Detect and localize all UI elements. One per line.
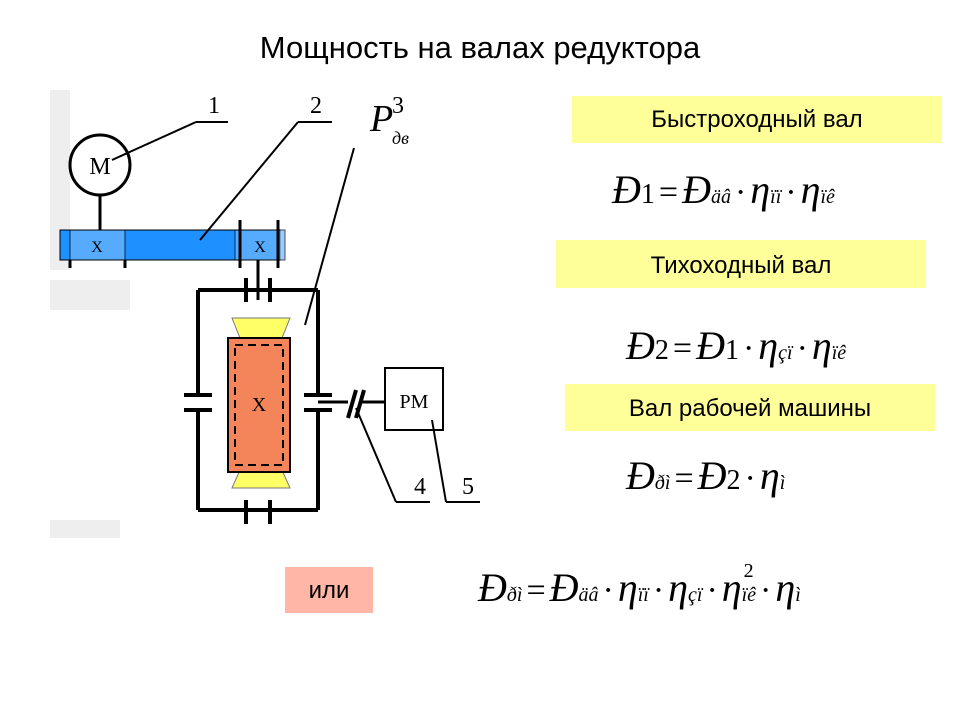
callout-4: 4 <box>414 474 426 500</box>
callout-2: 2 <box>310 93 322 119</box>
diagram-bg-left <box>50 90 70 270</box>
f3-eq: = <box>674 460 694 497</box>
coupling-b <box>354 389 366 419</box>
f4-eta-2-sub: çï <box>688 584 703 606</box>
working-machine-box <box>384 367 444 431</box>
f3-eta-1-sub: ì <box>779 472 786 494</box>
f2-lhs-sub: 2 <box>654 335 669 366</box>
slide-title: Мощность на валах редуктора <box>259 30 701 65</box>
callout-4-leader <box>355 407 397 503</box>
formula-slow-shaft: Đ2 = Đ1 · ηçï · ηïê <box>626 322 846 369</box>
f1-lhs-sub: 1 <box>640 179 655 210</box>
callout-5: 5 <box>462 474 474 500</box>
f1-eta-2-sub: ïê <box>820 186 835 208</box>
f1-rhs: Đ <box>682 167 711 212</box>
f3-eta-1: η <box>759 453 780 498</box>
f1-eta-1: η <box>750 167 771 212</box>
f2-eta-1: η <box>758 323 779 368</box>
f4-eta-4-sub: ì <box>795 584 801 606</box>
f2-dot-2: · <box>796 330 808 367</box>
gear-flank-top <box>231 317 291 339</box>
belt-pulley-right-mark: X <box>254 239 266 256</box>
f2-eq: = <box>672 330 693 367</box>
f4-rhs-sub: äâ <box>578 584 599 606</box>
f4-lhs: Đ <box>478 565 507 610</box>
f3-dot-1: · <box>744 460 756 497</box>
f1-rhs-sub: äâ <box>710 186 731 208</box>
f4-dot-4: · <box>760 572 772 609</box>
diagram-bg-bottom <box>50 520 120 538</box>
f4-eta-1-sub: ïï <box>637 584 649 606</box>
motor-label: M <box>89 154 110 180</box>
coupling-a <box>346 389 358 419</box>
gear-wheel-pitch <box>234 344 284 466</box>
f3-rhs: Đ <box>697 453 727 498</box>
f4-dot-3: · <box>706 572 718 609</box>
f4-dot-2: · <box>652 572 665 609</box>
f2-eta-1-sub: çï <box>778 342 793 364</box>
f2-lhs: Đ <box>626 323 655 368</box>
f3-rhs-sub: 2 <box>726 465 741 496</box>
callout-3-leader <box>304 147 355 326</box>
gear-wheel <box>227 337 291 473</box>
f1-dot-1: · <box>734 174 747 211</box>
f1-eq: = <box>658 174 679 211</box>
f3-lhs-sub: ðì <box>654 472 671 494</box>
f4-lhs-sub: ðì <box>506 584 523 606</box>
f4-eta-3-sup: 2 <box>743 560 754 582</box>
working-machine-label: PM <box>400 391 429 413</box>
f3-lhs: Đ <box>626 453 655 498</box>
callout-5-leader <box>431 419 447 503</box>
slow-shaft-label: Тихоходный вал <box>556 240 926 288</box>
f2-dot-1: · <box>742 330 755 367</box>
callout-1-leader <box>111 121 197 161</box>
or-label: или <box>285 567 373 613</box>
f2-rhs: Đ <box>696 323 725 368</box>
f1-dot-2: · <box>785 174 797 211</box>
f2-eta-2: η <box>811 323 832 368</box>
callout-2-leader <box>199 121 299 241</box>
f4-eta-4: η <box>775 565 796 610</box>
belt-pulley-left <box>69 229 126 261</box>
belt-pulley-left-mark: X <box>91 239 103 256</box>
p-subscript: дв <box>392 128 409 148</box>
f4-eta-3: η <box>721 565 742 610</box>
f4-eq: = <box>526 572 546 609</box>
p-symbol: P <box>369 98 393 140</box>
f2-rhs-sub: 1 <box>724 335 739 366</box>
gear-wheel-mark: X <box>252 394 267 416</box>
f4-eta-2: η <box>668 565 688 610</box>
f1-eta-2: η <box>800 167 821 212</box>
diagram-bg-lower <box>50 280 130 310</box>
callout-1: 1 <box>208 93 220 119</box>
f4-eta-3-sub: ïê <box>741 584 757 606</box>
f4-rhs: Đ <box>549 565 579 610</box>
formula-fast-shaft: Đ1 = Đäâ · ηïï · ηïê <box>612 166 835 213</box>
f4-eta-1: η <box>617 565 638 610</box>
machine-shaft-label: Вал рабочей машины <box>565 384 935 431</box>
fast-shaft-label: Быстроходный вал <box>572 96 942 143</box>
f1-eta-1-sub: ïï <box>770 186 782 208</box>
formula-machine-shaft: Đðì = Đ2 · ηì <box>626 452 785 499</box>
f4-dot-1: · <box>602 572 614 609</box>
callout-3: 3 <box>392 93 404 119</box>
f2-eta-2-sub: ïê <box>831 342 847 364</box>
f1-lhs: Đ <box>612 167 641 212</box>
